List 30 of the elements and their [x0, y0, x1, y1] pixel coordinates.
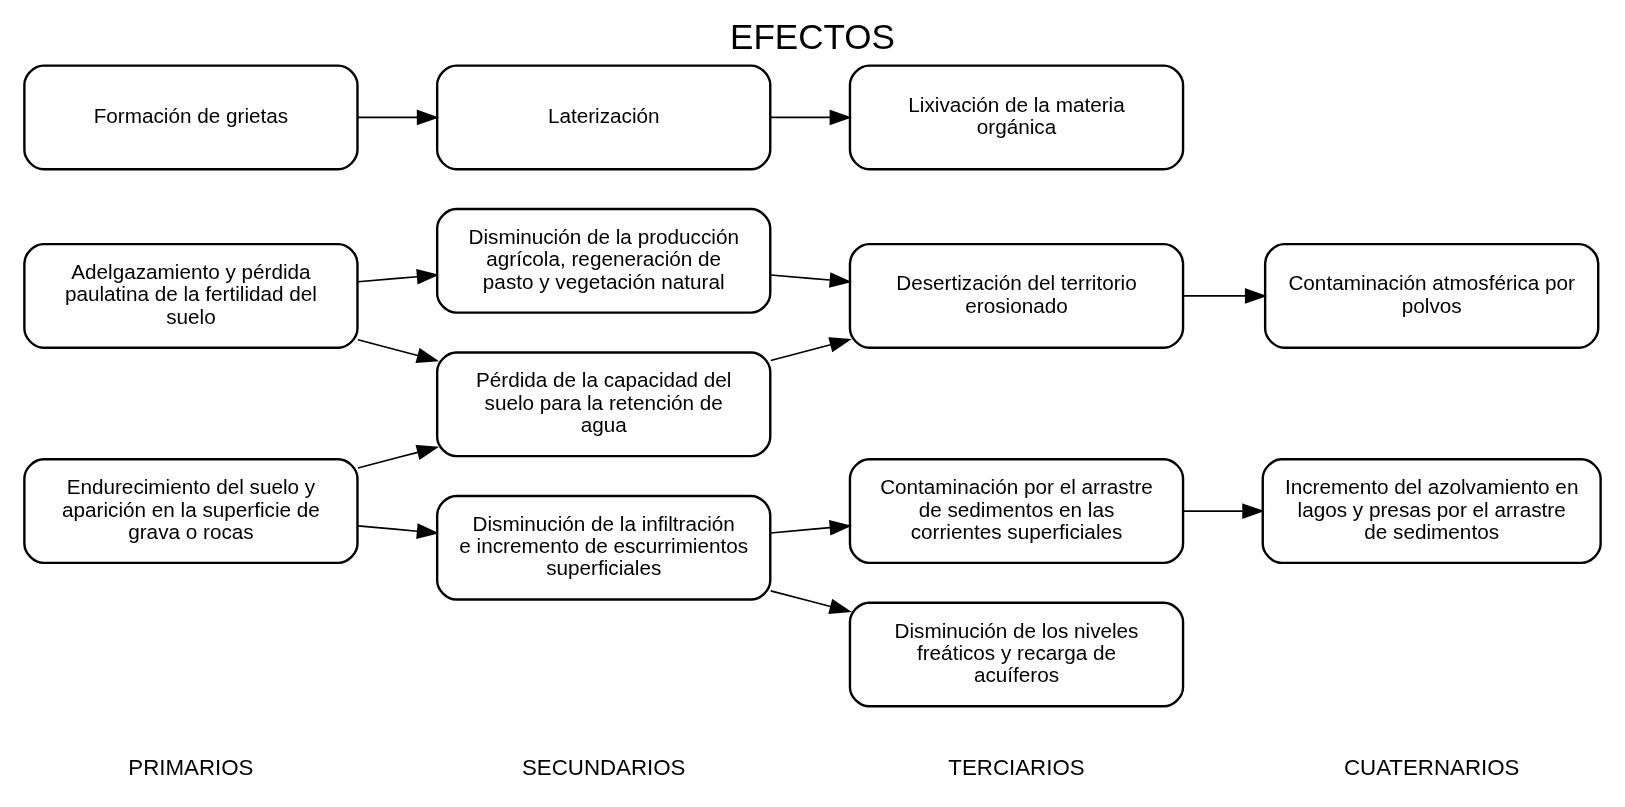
- arrow: [769, 519, 852, 536]
- node-box: Disminución de la infiltración e incremento de escurrimientos superficiales: [435, 494, 772, 601]
- arrow: [769, 109, 852, 126]
- label: SECUNDARIOS: [521, 755, 686, 781]
- arrow: [1182, 288, 1268, 304]
- label: CUATERNARIOS: [1343, 755, 1520, 781]
- arrow: [357, 338, 440, 363]
- arrow: [1182, 503, 1265, 519]
- node-box: Formación de grietas: [23, 64, 359, 171]
- node-box: Disminución de los niveles freáticos y recarga de acuíferos: [848, 601, 1185, 708]
- node-box: Lixivación de la materia orgánica: [848, 64, 1185, 171]
- node-box: Incremento del azolvamiento en lagos y presas por el arrastre de sedimentos: [1261, 458, 1602, 565]
- node-box: Contaminación atmosférica por polvos: [1263, 242, 1600, 349]
- arrow: [357, 523, 440, 539]
- node-box: Contaminación por el arrastre de sedimentos en las corrientes superficiales: [848, 458, 1185, 565]
- diagram-title: EFECTOS: [730, 17, 895, 57]
- node-box: Adelgazamiento y pérdida paulatina de la fertilidad del suelo: [23, 242, 359, 349]
- arrow: [357, 268, 440, 285]
- node-box: Desertización del territorio erosionado: [848, 242, 1185, 349]
- arrow: [769, 272, 852, 288]
- node-box: Pérdida de la capacidad del suelo para la retención de agua: [435, 351, 772, 458]
- arrow: [357, 444, 440, 469]
- label: TERCIARIOS: [948, 755, 1085, 781]
- node-box: Laterización: [435, 64, 772, 171]
- node-box: Disminución de la producción agrícola, regeneración de pasto y vegetación natural: [435, 207, 772, 314]
- arrow: [769, 590, 852, 614]
- node-box: Endurecimiento del suelo y aparición en la superficie de grava o rocas: [23, 458, 359, 565]
- label: PRIMARIOS: [128, 755, 254, 781]
- arrow: [769, 337, 852, 362]
- arrow: [357, 109, 440, 126]
